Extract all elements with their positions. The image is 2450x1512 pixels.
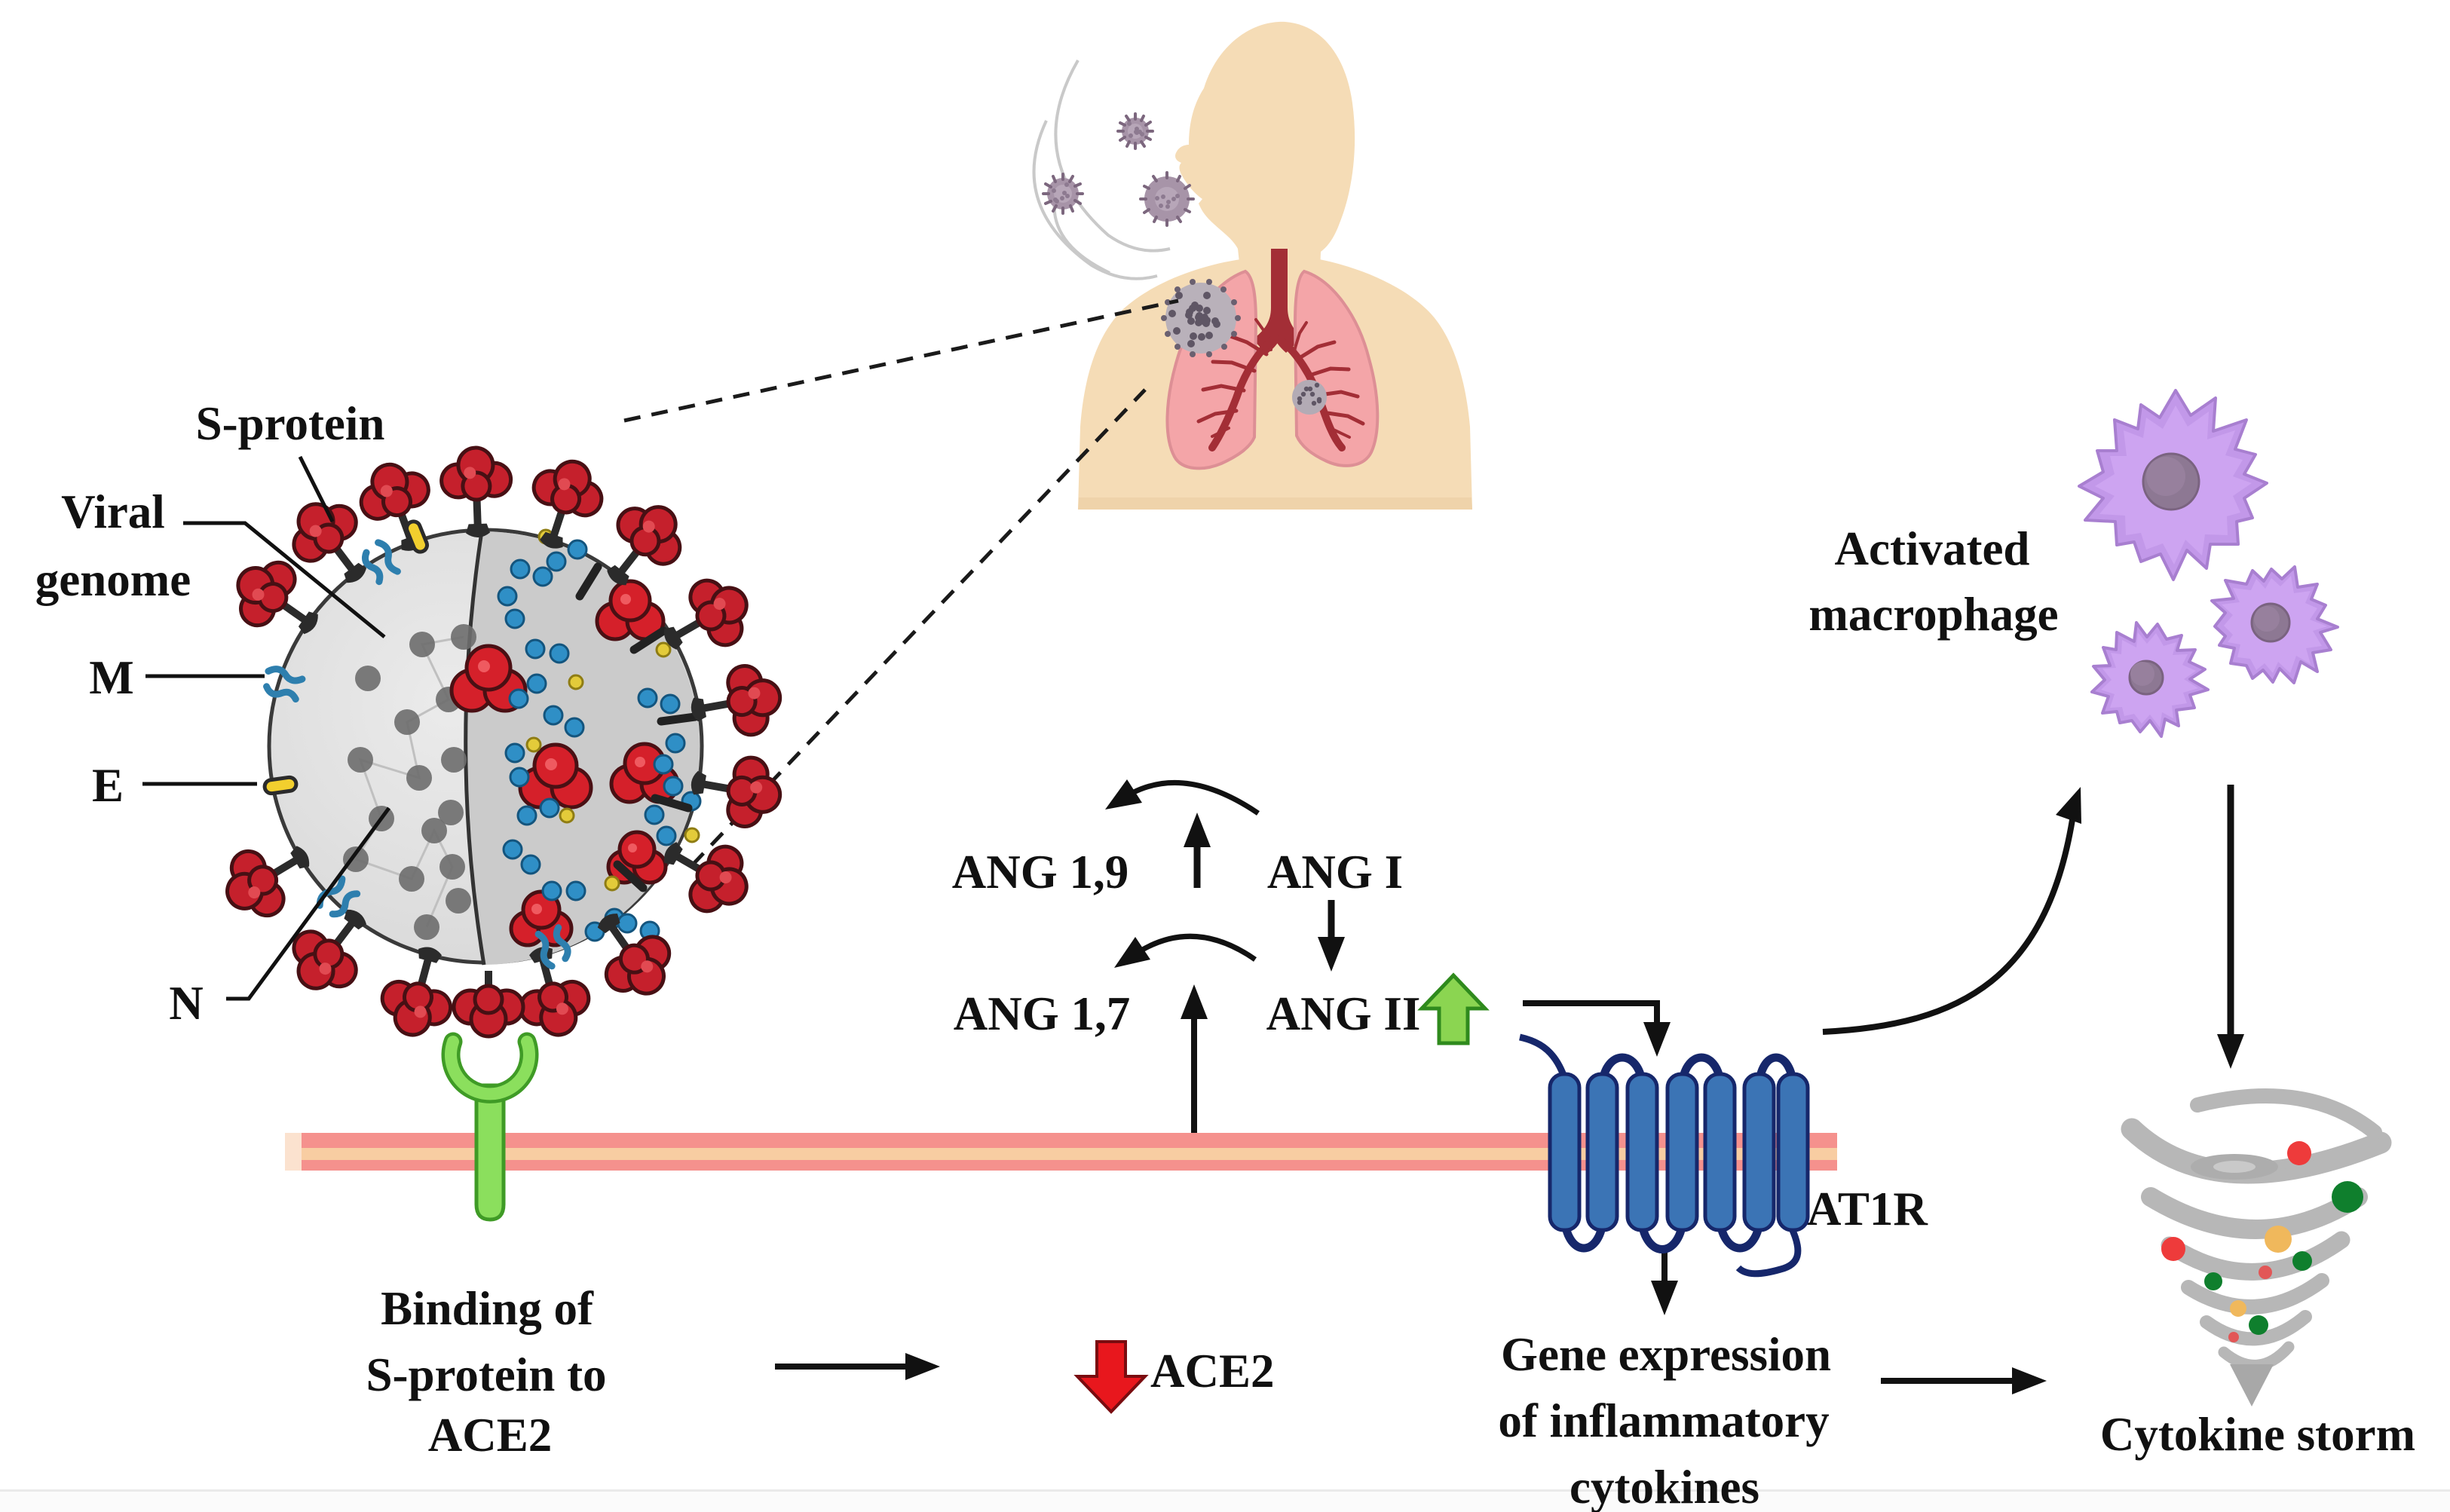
svg-text:Viral: Viral: [61, 485, 165, 538]
svg-text:ANG II: ANG II: [1266, 987, 1421, 1040]
svg-text:cytokines: cytokines: [1570, 1461, 1759, 1512]
svg-text:macrophage: macrophage: [1808, 588, 2058, 641]
svg-text:S-protein to: S-protein to: [366, 1348, 606, 1401]
svg-text:S-protein: S-protein: [196, 397, 385, 450]
svg-text:ACE2: ACE2: [1150, 1345, 1275, 1397]
svg-text:Binding of: Binding of: [381, 1282, 594, 1335]
svg-text:genome: genome: [35, 553, 191, 606]
svg-text:ANG 1,9: ANG 1,9: [952, 846, 1129, 898]
svg-text:AT1R: AT1R: [1807, 1183, 1928, 1235]
svg-text:ACE2: ACE2: [428, 1409, 553, 1461]
svg-text:Cytokine storm: Cytokine storm: [2100, 1408, 2415, 1461]
svg-text:ANG 1,7: ANG 1,7: [954, 987, 1131, 1040]
svg-text:Gene expression: Gene expression: [1501, 1328, 1831, 1381]
svg-text:Activated: Activated: [1835, 522, 2030, 575]
svg-text:M: M: [89, 651, 133, 704]
svg-text:ANG I: ANG I: [1267, 846, 1403, 898]
svg-text:of inflammatory: of inflammatory: [1498, 1394, 1829, 1447]
svg-text:N: N: [169, 977, 204, 1030]
svg-text:E: E: [92, 759, 124, 812]
